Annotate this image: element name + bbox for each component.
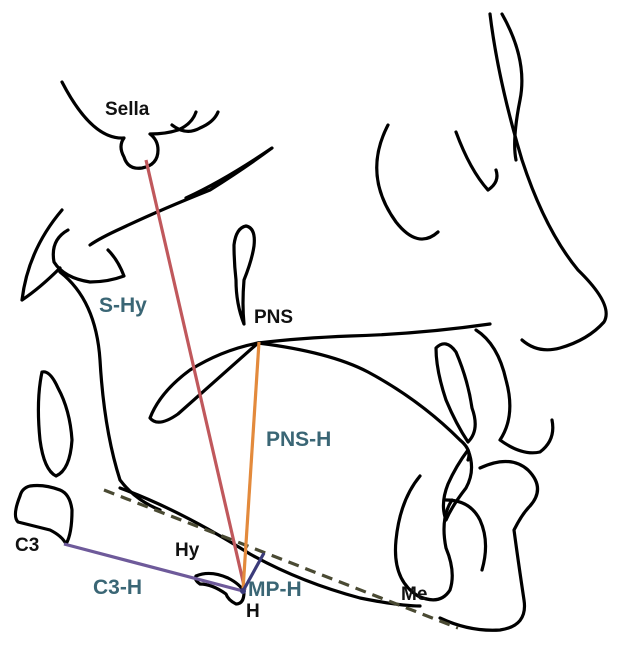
c3-h-line <box>64 544 243 591</box>
lower-lip-outline <box>440 461 538 630</box>
h-point-marker <box>240 588 246 594</box>
orbit-outline <box>377 125 438 239</box>
label-s-hy: S-Hy <box>99 294 147 317</box>
label-c3-h: C3-H <box>93 576 142 599</box>
label-hy: Hy <box>175 540 200 561</box>
upper-incisor-outline <box>436 344 475 442</box>
nasal-bone-outline <box>456 132 497 190</box>
sella-turcica-outline <box>62 82 196 168</box>
landmark-labels: Sella PNS C3 Hy H Me <box>15 99 427 622</box>
label-c3: C3 <box>15 535 39 556</box>
label-pns: PNS <box>254 307 293 328</box>
label-h: H <box>246 601 260 622</box>
posterior-skull-outline <box>90 148 272 245</box>
label-pns-h: PNS-H <box>266 428 331 451</box>
label-sella: Sella <box>105 99 150 120</box>
c2-vertebra-outline <box>38 372 72 476</box>
frontal-outline <box>502 14 522 160</box>
label-mp-h: MP-H <box>248 578 302 601</box>
label-me: Me <box>401 584 427 605</box>
measurement-lines <box>64 160 458 628</box>
occipital-outline <box>22 210 62 300</box>
mandibular-plane-line <box>104 490 458 628</box>
pterygoid-plate-outline <box>234 226 254 324</box>
nasal-profile-outline <box>490 14 606 350</box>
